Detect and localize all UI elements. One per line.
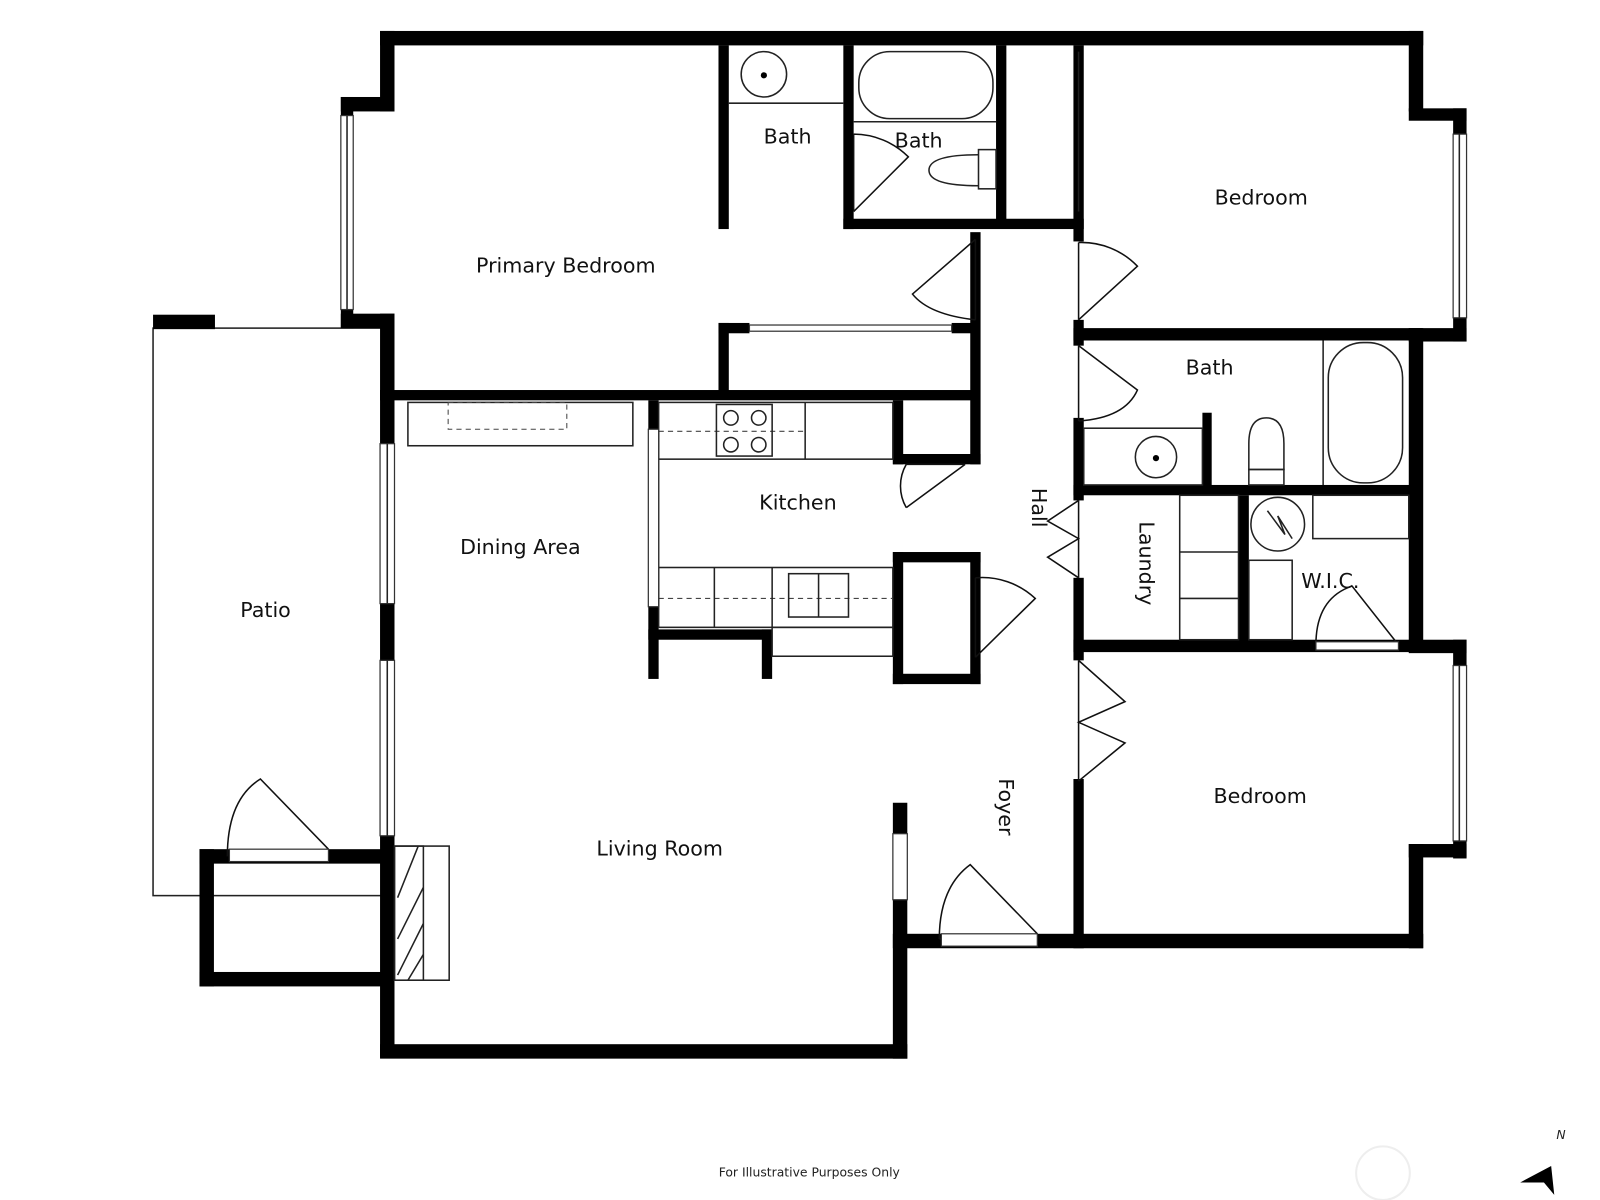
room-label-living-room: Living Room (596, 836, 723, 860)
bathtub-icon (1327, 341, 1404, 484)
room-label-kitchen: Kitchen (759, 491, 837, 515)
stove-icon (715, 403, 773, 457)
kitchen-counter-lower (657, 566, 894, 629)
sink-icon (1134, 435, 1178, 479)
room-label-bedroom: Bedroom (1215, 185, 1308, 209)
room-label-patio: Patio (240, 598, 291, 622)
wall (153, 314, 215, 330)
windows (340, 114, 1468, 901)
room-label-bedroom: Bedroom (1214, 784, 1307, 808)
room-label-primary-bedroom: Primary Bedroom (476, 253, 656, 277)
bathtub-icon (858, 50, 994, 120)
room-label-hall: Hall (1027, 488, 1051, 528)
kitchen-counter-upper (657, 401, 894, 460)
fireplace-icon (393, 845, 450, 981)
counter (407, 401, 634, 447)
water-heater-icon (1250, 496, 1306, 552)
room-label-bath: Bath (1186, 356, 1234, 380)
disclaimer-text: For Illustrative Purposes Only (719, 1165, 900, 1179)
doors (226, 51, 1400, 947)
toilet-icon (977, 148, 997, 190)
watermark-circle (1355, 1145, 1411, 1200)
room-label-wic: W.I.C. (1301, 569, 1359, 593)
room-label-bath: Bath (764, 124, 812, 148)
sink-icon (740, 50, 788, 98)
compass-label: N (1556, 1128, 1565, 1142)
toilet-icon (1248, 417, 1285, 471)
room-label-dining-area: Dining Area (460, 535, 581, 559)
room-label-foyer: Foyer (994, 778, 1018, 836)
room-label-laundry: Laundry (1134, 521, 1158, 605)
north-arrow-icon: N (1520, 1128, 1566, 1195)
room-label-bath: Bath (895, 129, 943, 153)
